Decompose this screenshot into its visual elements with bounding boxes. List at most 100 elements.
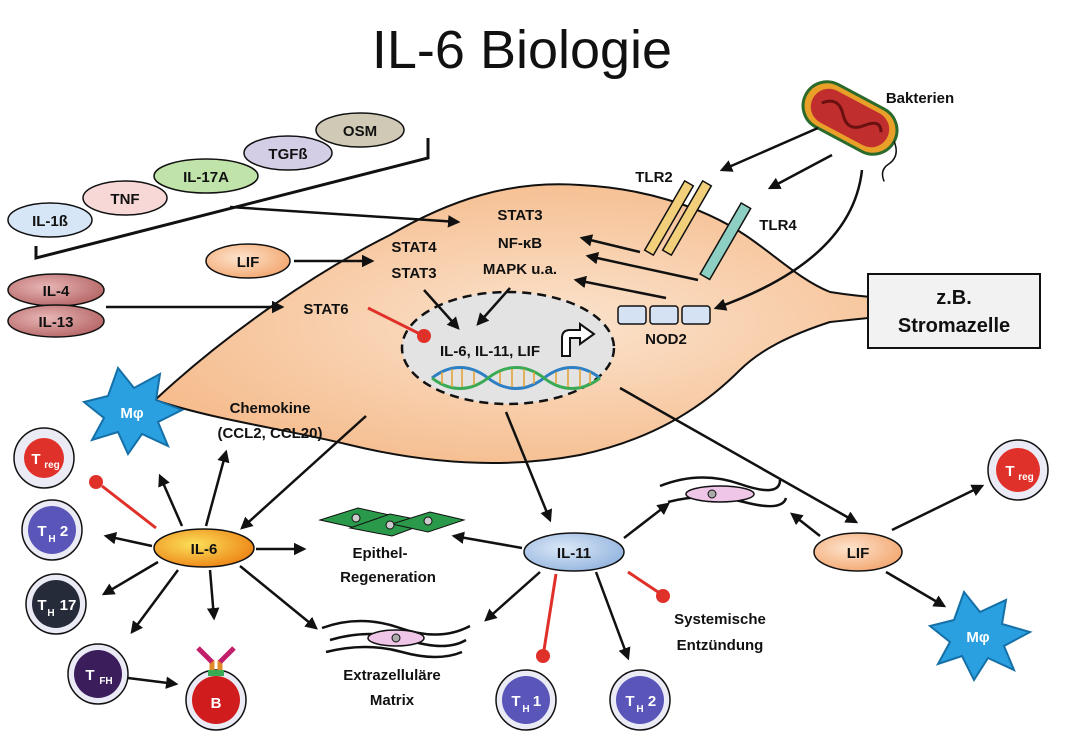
treg-right-sub: reg bbox=[1018, 472, 1034, 483]
nucleus-genes: IL-6, IL-11, LIF bbox=[440, 343, 540, 360]
inhibit-il11-th1 bbox=[542, 573, 558, 651]
th17-cell bbox=[25, 573, 87, 635]
arrow-nod2-to-stat3 bbox=[573, 275, 667, 300]
tgfb-pill bbox=[243, 135, 333, 171]
inhibit-il11-systemic-end bbox=[656, 589, 670, 603]
il4-label: IL-4 bbox=[43, 283, 70, 300]
il6-output-pill bbox=[153, 528, 255, 568]
lif-input-label: LIF bbox=[237, 254, 260, 271]
antibody-icon bbox=[196, 646, 236, 676]
systemic-label: Systemische bbox=[674, 611, 766, 628]
epithel-label: Epithel- bbox=[353, 545, 408, 562]
inhibit-il6-treg bbox=[101, 484, 157, 530]
arrow-il6-to-matrix bbox=[239, 565, 318, 630]
arrow-il6-to-chemokine bbox=[204, 449, 230, 527]
systemic-label-2: Entzündung bbox=[677, 637, 764, 654]
il17a-pill bbox=[153, 158, 259, 194]
th2-left-sub: H bbox=[48, 534, 55, 545]
arrow-il6-to-th17 bbox=[101, 560, 159, 596]
arrow-cell-to-il6 bbox=[240, 415, 367, 530]
chemokine-label-2: (CCL2, CCL20) bbox=[217, 425, 322, 442]
fibroblast-icon bbox=[659, 476, 788, 508]
transcription-arrow-icon bbox=[561, 322, 596, 357]
il17a-label: IL-17A bbox=[183, 169, 229, 186]
arrow-il11-to-fibroblast bbox=[623, 502, 670, 539]
osm-label: OSM bbox=[343, 123, 377, 140]
arrow-stat4-to-nucleus bbox=[423, 289, 460, 330]
arrow-tfh-to-b bbox=[127, 676, 179, 689]
epithelial-cells-icon bbox=[318, 507, 466, 537]
il11-output-pill bbox=[523, 532, 625, 572]
osm-pill bbox=[315, 112, 405, 148]
arrow-lif-to-treg bbox=[891, 484, 985, 532]
treg-right-label: T bbox=[1005, 463, 1014, 480]
treg-left-label: T bbox=[31, 451, 40, 468]
arrow-il6-to-mphi bbox=[158, 473, 184, 527]
il13-label: IL-13 bbox=[38, 314, 73, 331]
tfh-cell bbox=[67, 643, 129, 705]
th2-left-cell bbox=[21, 499, 83, 561]
th17-label: T bbox=[37, 597, 46, 614]
th1-sub: H bbox=[522, 704, 529, 715]
lif-input-pill bbox=[205, 243, 291, 279]
chemokine-label: Chemokine bbox=[230, 400, 311, 417]
arrow-il6-to-tfh bbox=[130, 569, 180, 635]
inhibit-il11-th1-end bbox=[536, 649, 550, 663]
arrow-mapk-to-nucleus bbox=[476, 287, 511, 326]
arrow-cell-to-lif bbox=[619, 386, 859, 524]
inhibit-il11-systemic bbox=[627, 570, 659, 594]
arrow-lif-to-fibroblast bbox=[790, 512, 821, 537]
inhibit-il6-treg-end bbox=[89, 475, 103, 489]
lif-output-label: LIF bbox=[847, 545, 870, 562]
matrix-label: Extrazelluläre bbox=[343, 667, 441, 684]
stat3-nfkb-label: STAT3 bbox=[497, 207, 542, 224]
arrow-bacteria-to-nod2 bbox=[713, 169, 864, 311]
stromazelle-line2: Stromazelle bbox=[898, 315, 1010, 337]
tgfb-label: TGFß bbox=[268, 146, 307, 163]
tnf-pill bbox=[82, 180, 168, 216]
page-title: IL-6 Biologie bbox=[372, 20, 672, 80]
treg-right-cell bbox=[987, 439, 1049, 501]
arrow-il11-to-matrix bbox=[484, 571, 541, 622]
macrophage-left-label: Mφ bbox=[120, 405, 143, 422]
stat4-label: STAT4 bbox=[391, 239, 437, 256]
th17-num: 17 bbox=[60, 597, 77, 614]
stat3-nfkb-label-2: NF-κB bbox=[498, 235, 542, 252]
cytokine-input-group: OSM TGFß IL-17A TNF IL-1ß bbox=[7, 112, 430, 260]
macrophage-left-icon bbox=[81, 365, 185, 457]
arrow-il6-to-b bbox=[206, 569, 220, 621]
nod2-receptor bbox=[617, 305, 711, 325]
bacteria-label: Bakterien bbox=[886, 90, 954, 107]
inhibit-stat6 bbox=[367, 306, 421, 336]
bacteria-icon bbox=[801, 80, 899, 182]
matrix-label-2: Matrix bbox=[370, 692, 415, 709]
inhibit-stat6-end bbox=[417, 329, 431, 343]
arrow-lif-to-mphi bbox=[885, 570, 947, 608]
th2-bottom-num: 2 bbox=[648, 693, 656, 710]
epithel-label-2: Regeneration bbox=[340, 569, 436, 586]
th2-left-num: 2 bbox=[60, 523, 68, 540]
il6-output-label: IL-6 bbox=[191, 541, 218, 558]
macrophage-right-label: Mφ bbox=[966, 629, 989, 646]
nucleus: IL-6, IL-11, LIF bbox=[400, 290, 616, 406]
arrow-il1b-to-stat3 bbox=[229, 205, 461, 228]
arrow-bacteria-to-tlr4 bbox=[767, 153, 833, 190]
treg-left-sub: reg bbox=[44, 460, 60, 471]
arrow-bacteria-to-tlr2 bbox=[719, 126, 819, 172]
stat4-label-2: STAT3 bbox=[391, 265, 436, 282]
extracellular-matrix-icon bbox=[321, 619, 471, 659]
nod2-label: NOD2 bbox=[645, 331, 687, 348]
tnf-label: TNF bbox=[110, 191, 139, 208]
il11-output-label: IL-11 bbox=[557, 545, 591, 562]
arrow-cell-to-il11 bbox=[504, 411, 553, 523]
lif-output-pill bbox=[813, 532, 903, 572]
arrow-il6-to-th2 bbox=[103, 532, 153, 548]
il13-pill bbox=[7, 304, 105, 338]
dna-icon bbox=[431, 366, 601, 390]
il1b-label: IL-1ß bbox=[32, 213, 68, 230]
stat3-nfkb-label-3: MAPK u.a. bbox=[483, 261, 557, 278]
stromazelle-line1: z.B. bbox=[936, 287, 972, 309]
stromazelle-box bbox=[867, 273, 1041, 349]
th1-num: 1 bbox=[533, 693, 541, 710]
